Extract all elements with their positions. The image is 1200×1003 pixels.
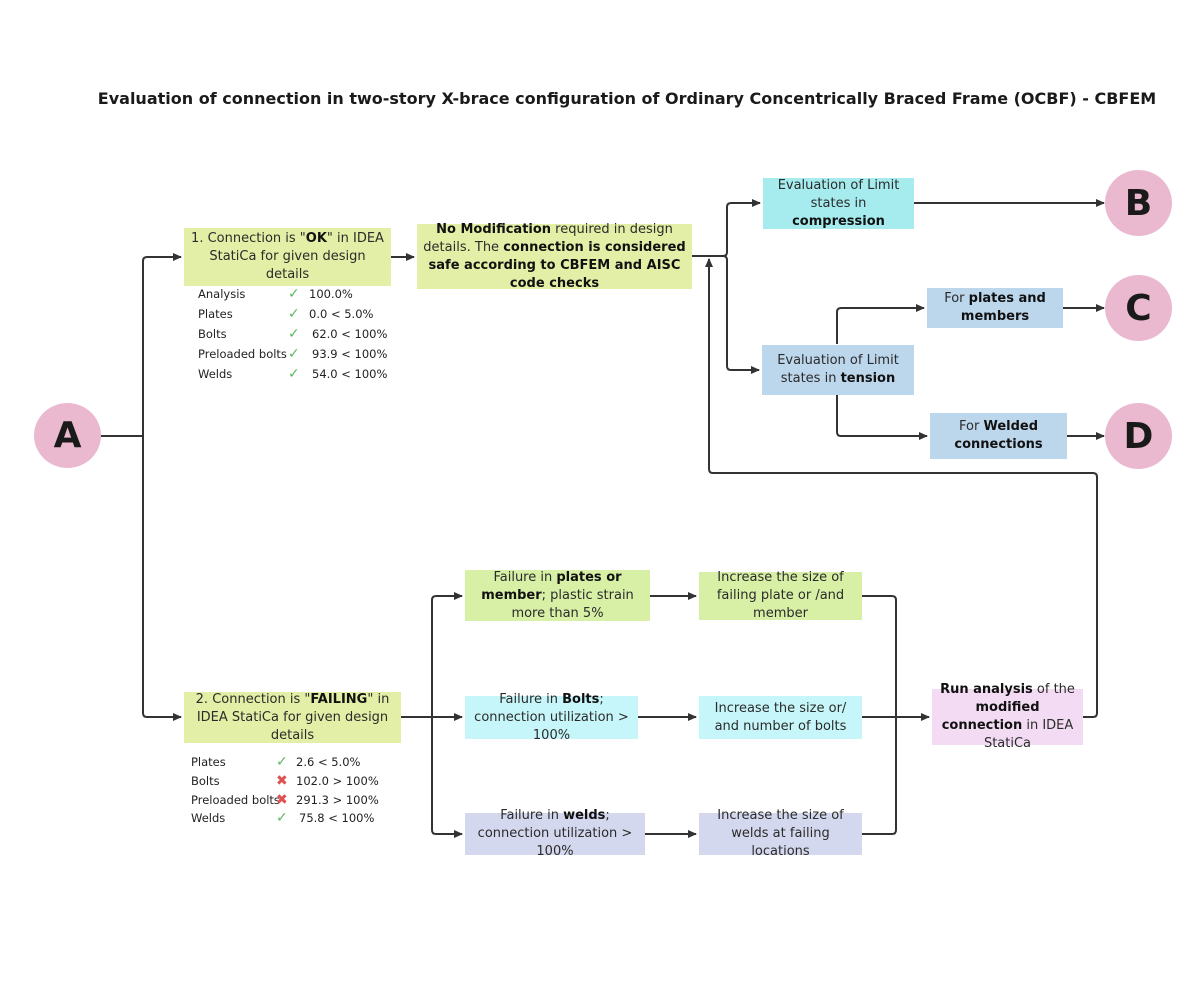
run-analysis-box: Run analysis of the modified connection … bbox=[932, 682, 1083, 751]
check-icon: ✓ bbox=[288, 306, 300, 322]
increase-plate-box: Increase the size of failing plate or /a… bbox=[699, 570, 862, 621]
page-title: Evaluation of connection in two-story X-… bbox=[97, 89, 1157, 108]
ok-check-list: Analysis ✓ 100.0% Plates ✓ 0.0 < 5.0% Bo… bbox=[198, 286, 388, 382]
failure-welds-box: Failure in welds; connection utilization… bbox=[465, 808, 645, 859]
tension-box: Evaluation of Limit states in tension bbox=[762, 345, 914, 395]
increase-bolts-box: Increase the size or/ and number of bolt… bbox=[699, 696, 862, 739]
plates-members-box: For plates and members bbox=[927, 288, 1063, 328]
check-icon: ✓ bbox=[288, 286, 300, 302]
failure-bolts-box: Failure in Bolts; connection utilization… bbox=[465, 692, 638, 743]
cross-icon: ✖ bbox=[276, 773, 288, 789]
check-icon: ✓ bbox=[276, 810, 288, 826]
cross-icon: ✖ bbox=[276, 792, 288, 808]
node-a: A bbox=[34, 403, 101, 468]
check-icon: ✓ bbox=[288, 366, 300, 382]
ok-connection-box: 1. Connection is "OK" in IDEA StatiCa fo… bbox=[184, 228, 391, 286]
welded-connections-box: For Welded connections bbox=[930, 413, 1067, 459]
node-c: C bbox=[1105, 275, 1172, 341]
node-b: B bbox=[1105, 170, 1172, 236]
compression-box: Evaluation of Limit states in compressio… bbox=[763, 178, 914, 229]
check-icon: ✓ bbox=[276, 754, 288, 770]
fail-check-list: Plates ✓ 2.6 < 5.0% Bolts ✖ 102.0 > 100%… bbox=[191, 754, 379, 826]
no-modification-box: No Modification required in design detai… bbox=[417, 222, 692, 291]
check-icon: ✓ bbox=[288, 346, 300, 362]
failure-plates-box: Failure in plates or member; plastic str… bbox=[465, 570, 650, 621]
failing-connection-box: 2. Connection is "FAILING" in IDEA Stati… bbox=[184, 692, 401, 743]
node-d: D bbox=[1105, 403, 1172, 469]
increase-welds-box: Increase the size of welds at failing lo… bbox=[699, 808, 862, 859]
check-icon: ✓ bbox=[288, 326, 300, 342]
